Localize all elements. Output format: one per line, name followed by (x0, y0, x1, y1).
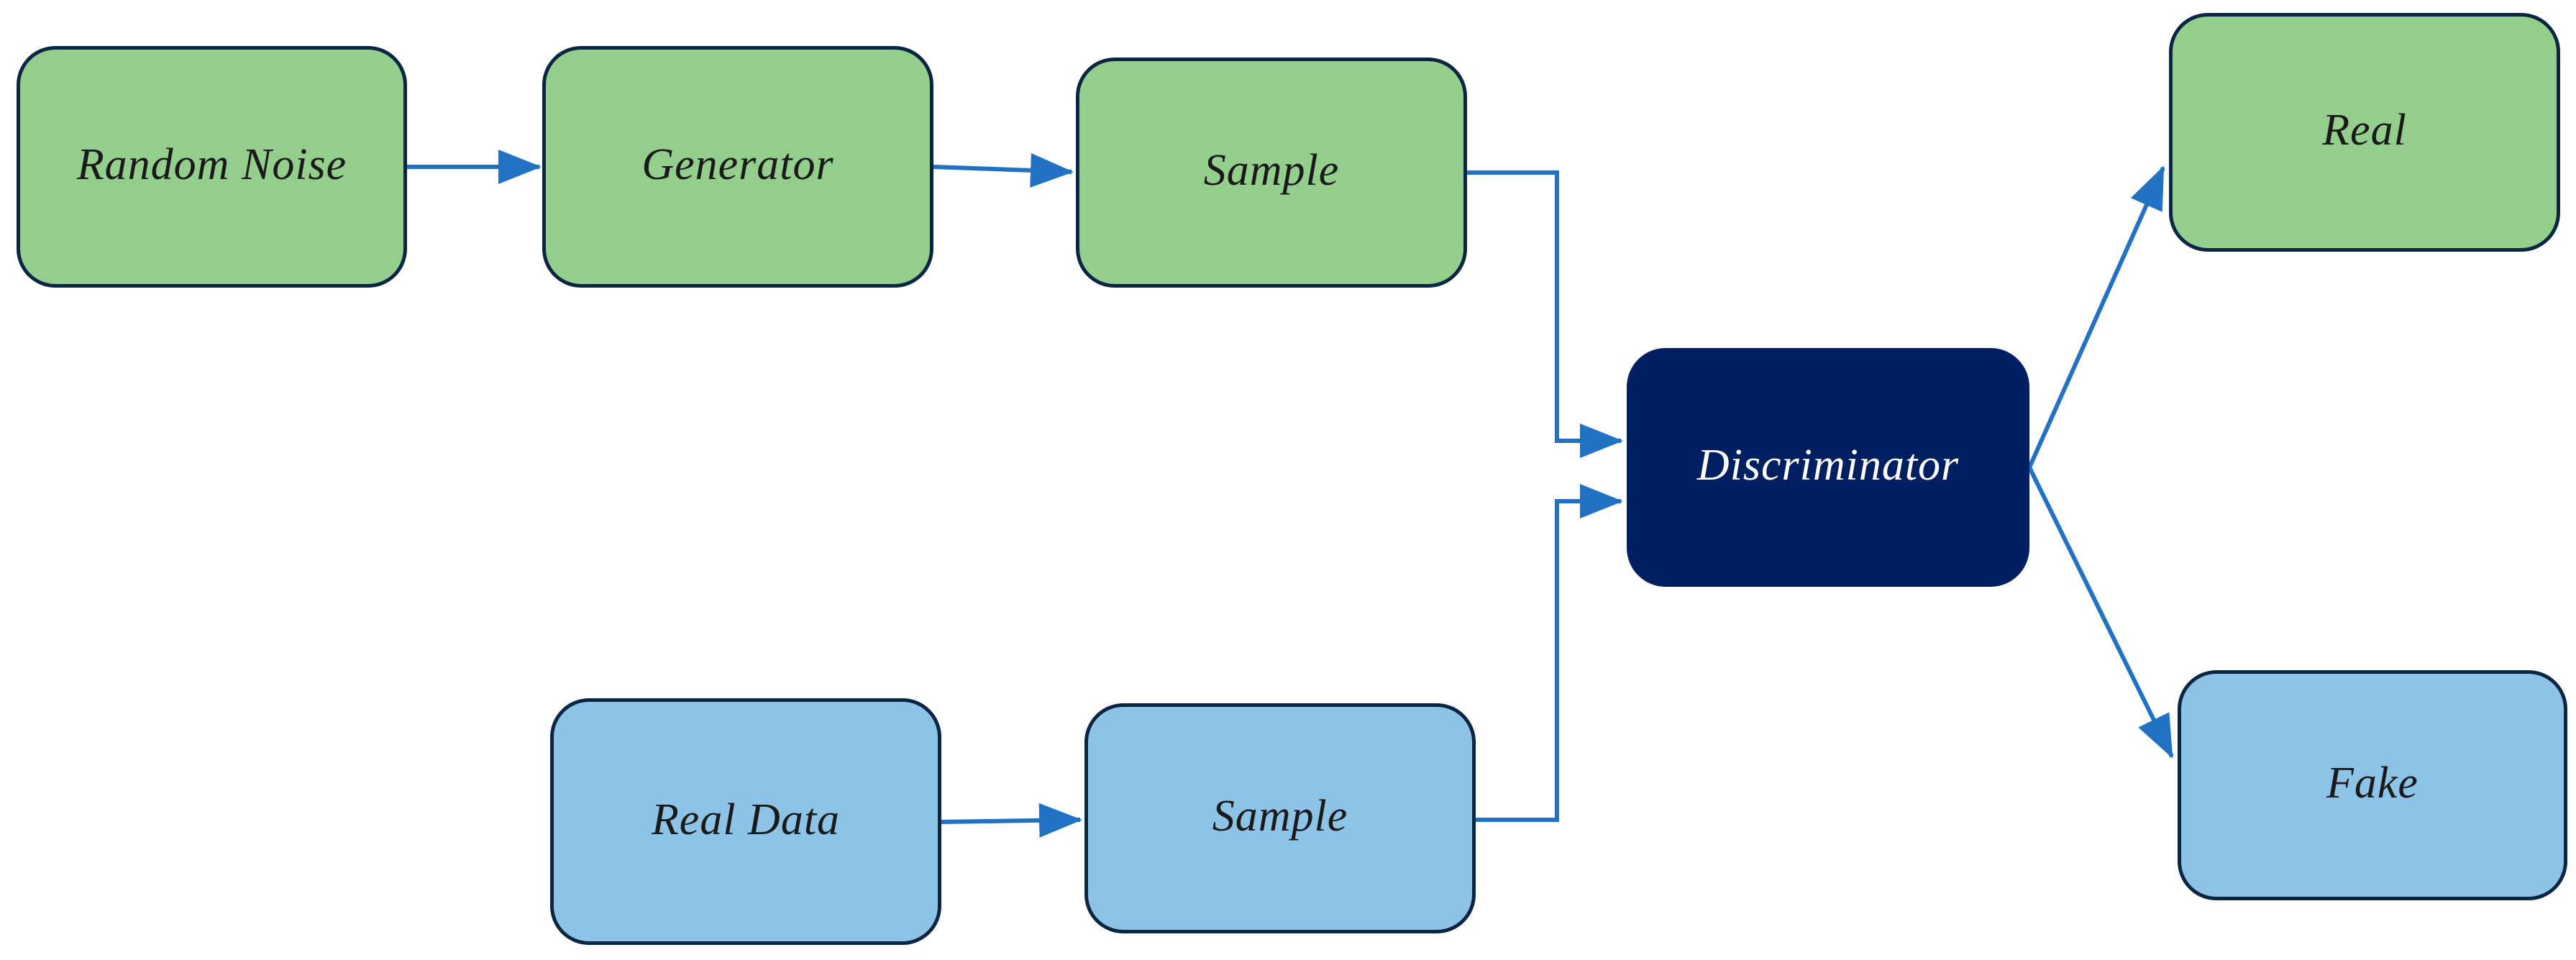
edge-generator-to-sample (933, 152, 1074, 188)
node-label: Generator (641, 140, 834, 189)
node-generator: Generator (542, 46, 933, 288)
node-label: Random Noise (76, 140, 347, 189)
edge-discriminator-to-real (2027, 165, 2165, 469)
edge-real-data-to-sample (941, 803, 1082, 838)
node-fake-output: Fake (2178, 670, 2567, 900)
node-label: Sample (1212, 792, 1348, 841)
node-label: Discriminator (1696, 441, 1960, 490)
edge-sample-to-discriminator-bottom (1476, 484, 1623, 822)
edge-discriminator-to-fake (2027, 466, 2174, 759)
edge-sample-to-discriminator-top (1467, 170, 1623, 458)
node-real-data: Real Data (550, 698, 941, 945)
node-sample-real: Sample (1084, 703, 1476, 933)
node-label: Fake (2326, 759, 2419, 808)
node-label: Real (2322, 106, 2407, 155)
node-random-noise: Random Noise (17, 46, 407, 288)
node-label: Sample (1203, 146, 1340, 195)
node-discriminator: Discriminator (1627, 348, 2029, 587)
node-label: Real Data (651, 795, 841, 844)
node-sample-generated: Sample (1076, 58, 1467, 288)
node-real-output: Real (2169, 13, 2560, 252)
